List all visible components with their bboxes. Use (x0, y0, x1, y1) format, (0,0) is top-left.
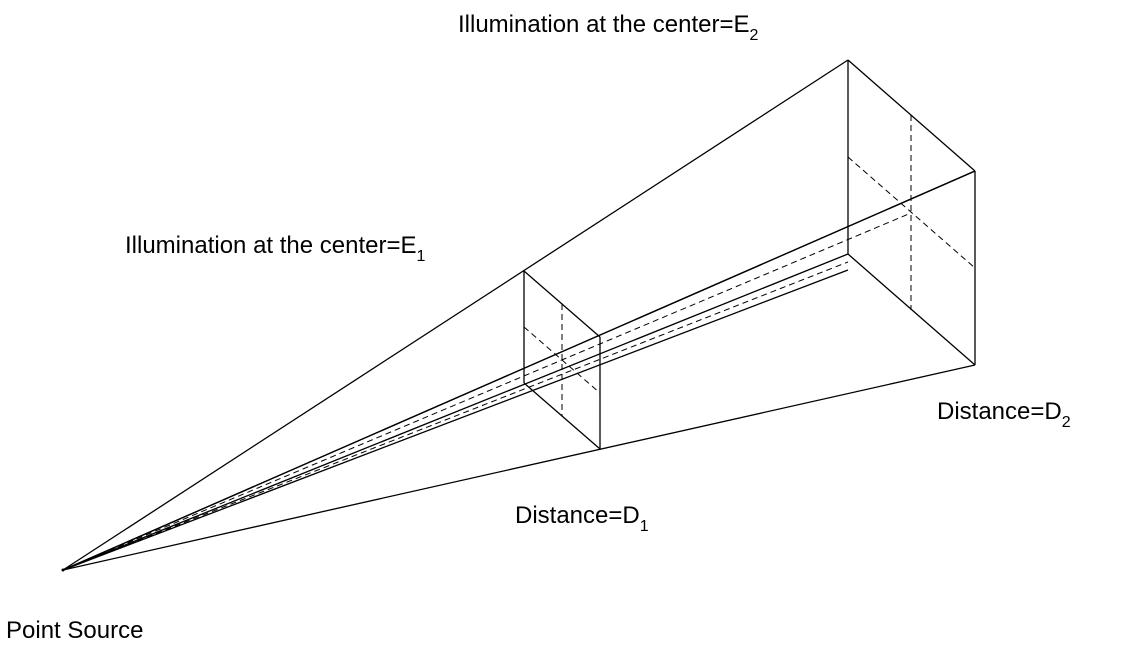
label-point-source: Point Source (6, 617, 143, 644)
pyramid-edges (62, 59, 976, 571)
label-distance-d1: Distance=D1 (515, 502, 649, 535)
far-rectangle (847, 59, 976, 366)
tube-upper-line (62, 170, 976, 571)
central-tube (62, 170, 976, 571)
edge-top (62, 59, 849, 571)
point-source-dot (61, 568, 65, 572)
label-illumination-e1: Illumination at the center=E1 (125, 232, 426, 265)
label-distance-d2: Distance=D2 (937, 398, 1071, 431)
tube-lower-line (62, 269, 849, 571)
edge-bottom (62, 364, 976, 571)
tube-center-dashed (62, 212, 912, 571)
tube-left-line (62, 253, 849, 571)
label-illumination-e2: Illumination at the center=E2 (458, 11, 759, 44)
tube-center-dashed-2 (62, 261, 849, 571)
far-rect-horizontal-center (847, 156, 976, 269)
